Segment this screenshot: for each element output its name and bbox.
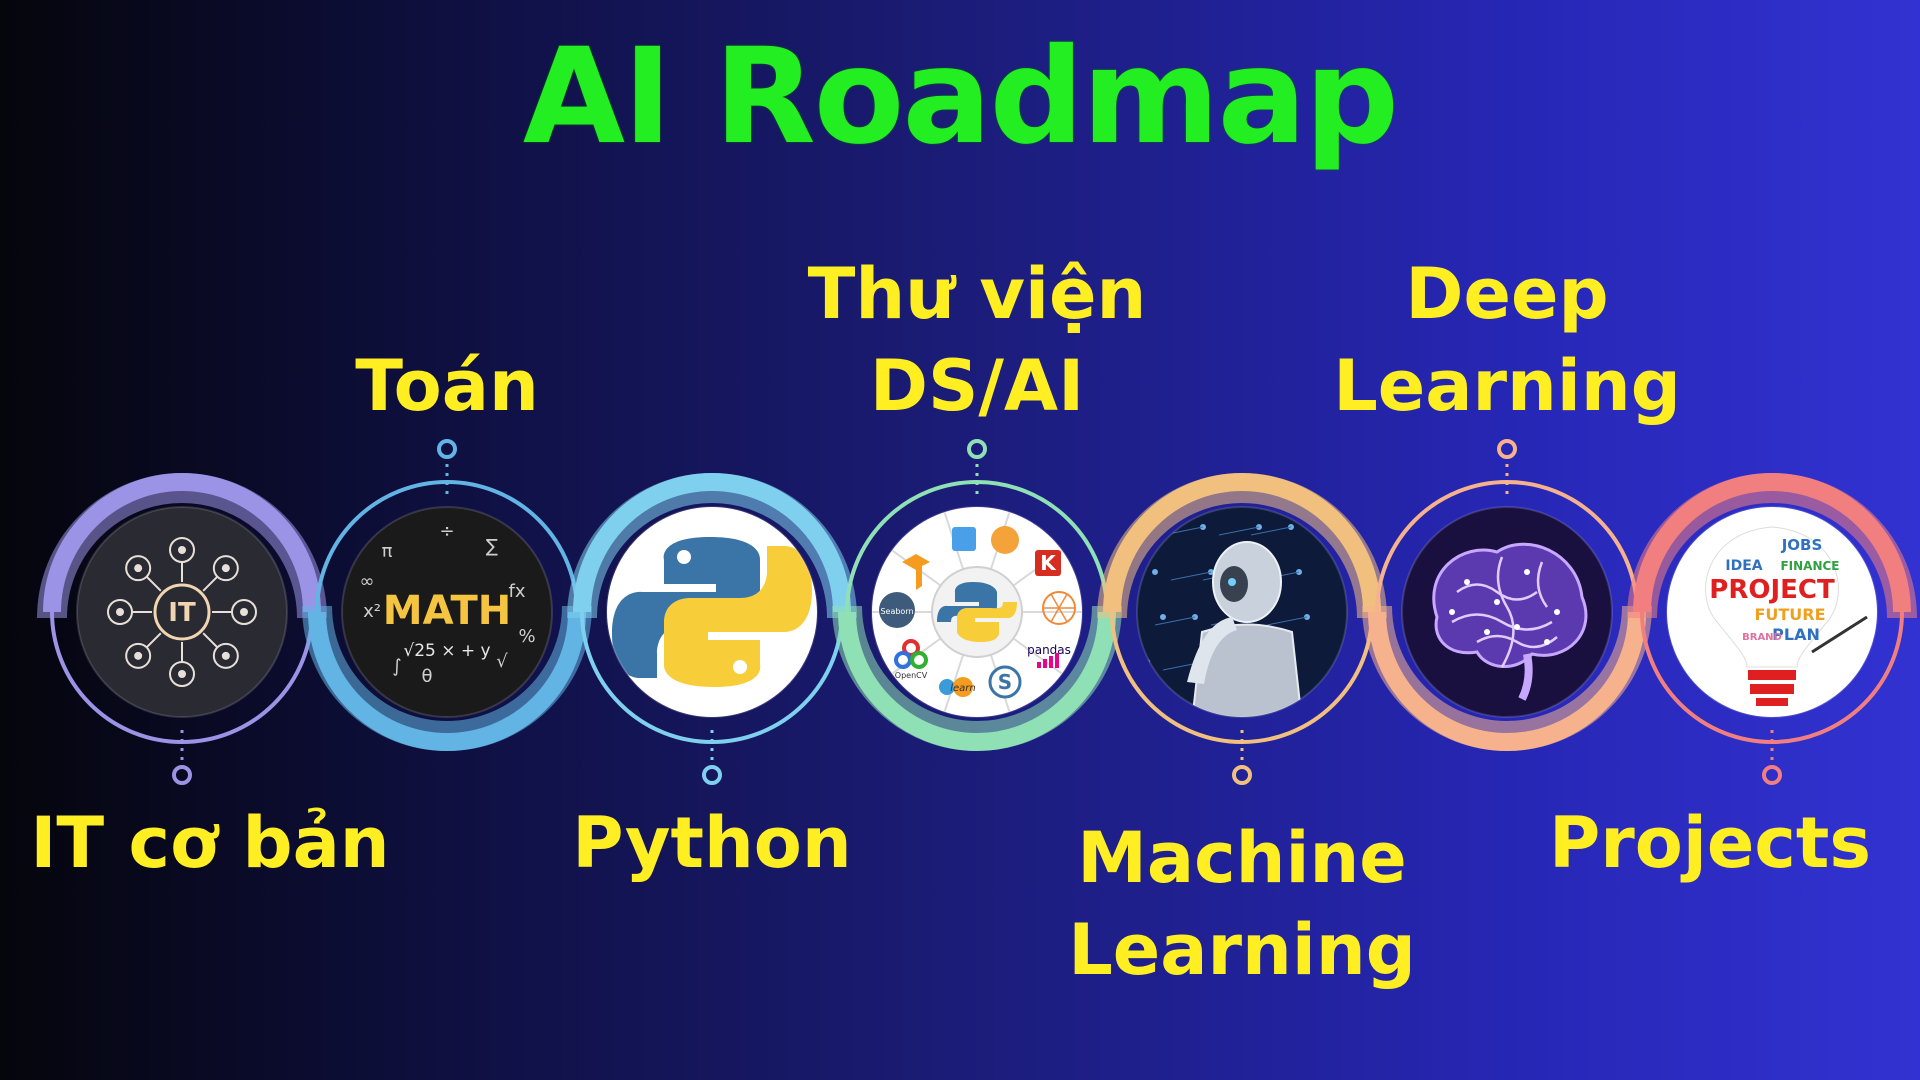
svg-text:S: S [998, 670, 1012, 694]
svg-text:∞: ∞ [360, 571, 375, 592]
project-word-text: JOBS [1781, 536, 1823, 554]
it-text: IT [168, 598, 196, 628]
roadmap-step: IT [52, 482, 312, 783]
connector-dot [1499, 441, 1515, 457]
roadmap-step [1112, 482, 1372, 783]
step-label-line: Toán [237, 340, 657, 432]
svg-text:x²: x² [363, 601, 381, 622]
sklearn-text: learn [950, 683, 976, 694]
connector-dot [174, 767, 190, 783]
step-label-line: DS/AI [767, 340, 1187, 432]
project-word-text: FUTURE [1754, 605, 1825, 624]
step-label-line: Learning [1032, 904, 1452, 996]
step-label-line: Deep [1297, 248, 1717, 340]
pandas-text: pandas [1027, 643, 1071, 657]
seaborn-text: Seaborn [880, 607, 913, 616]
connector-dot [704, 767, 720, 783]
roadmap-step [1377, 441, 1637, 742]
roadmap-step [582, 482, 842, 783]
connector-dot [1764, 767, 1780, 783]
step-label-line: Machine [1032, 812, 1452, 904]
step-label-line: Learning [1297, 340, 1717, 432]
svg-text:∑: ∑ [486, 536, 498, 557]
step-label-line: Projects [1500, 797, 1920, 889]
svg-text:√: √ [496, 651, 508, 672]
keras-text: K [1040, 551, 1057, 575]
project-word-text: BRAND [1742, 632, 1782, 643]
step-label-line: Thư viện [767, 248, 1187, 340]
step-label: Toán [237, 340, 657, 432]
it-network-icon: IT [108, 538, 256, 686]
math-formula-text: √25 × + y [403, 641, 490, 661]
math-text: MATH [383, 588, 511, 634]
svg-text:÷: ÷ [439, 521, 454, 542]
step-label-line: Python [502, 797, 922, 889]
svg-text:∫: ∫ [392, 656, 401, 677]
connector-dot [439, 441, 455, 457]
step-label: IT cơ bản [0, 797, 420, 889]
svg-text:π: π [382, 541, 393, 562]
step-label-line: IT cơ bản [0, 797, 420, 889]
step-label: Python [502, 797, 922, 889]
project-word-text: PROJECT [1709, 575, 1835, 605]
project-word-text: FINANCE [1780, 559, 1839, 573]
svg-text:%: % [518, 626, 535, 647]
project-word-text: IDEA [1725, 558, 1762, 574]
step-label: Projects [1500, 797, 1920, 889]
connector-dot [969, 441, 985, 457]
svg-text:θ: θ [421, 666, 432, 687]
opencv-text: OpenCV [895, 671, 928, 680]
connector-dot [1234, 767, 1250, 783]
